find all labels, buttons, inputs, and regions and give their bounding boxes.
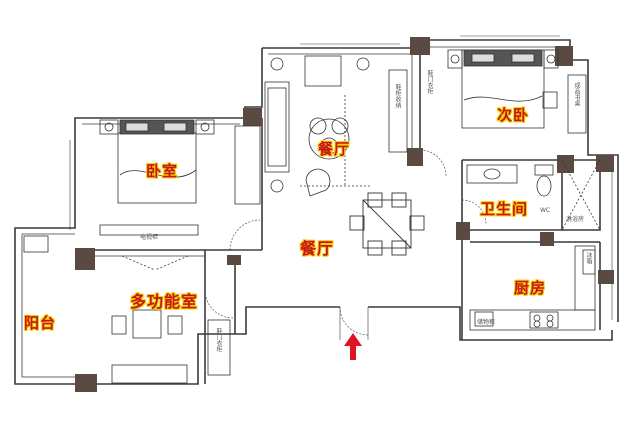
columns xyxy=(75,37,614,392)
label-entry-cabinet-bottom: 鞋门衣柜 xyxy=(215,328,222,352)
label-bathroom: 卫生间 xyxy=(480,200,529,218)
label-desk: 成品书桌 xyxy=(573,82,580,106)
doors xyxy=(204,149,487,340)
label-kitchen: 厨房 xyxy=(514,279,547,297)
label-balcony: 阳台 xyxy=(24,314,57,332)
label-shower: 淋浴房 xyxy=(566,216,585,223)
kitchen-fixtures xyxy=(469,245,596,331)
dining-table xyxy=(349,192,425,256)
label-second-bedroom: 次卧 xyxy=(497,106,530,124)
entrance-arrow-icon xyxy=(344,333,362,360)
label-entry-cabinet-top: 鞋门衣柜 xyxy=(426,70,433,94)
bedroom-furniture xyxy=(99,119,261,236)
label-tv-cabinet: 电视柜 xyxy=(140,234,159,241)
label-wc: WC xyxy=(540,207,551,214)
second-bedroom-furniture xyxy=(447,49,587,134)
label-dining-top: 餐厅 xyxy=(318,140,351,158)
label-bedroom: 卧室 xyxy=(146,162,179,180)
label-fridge: 冰箱 xyxy=(585,252,592,264)
label-wall-cabinet: 鞋柜收纳 xyxy=(394,84,401,108)
bathroom-fixtures xyxy=(466,159,601,231)
label-storage: 储物柜 xyxy=(477,319,496,326)
dining-top-furniture xyxy=(264,55,408,197)
label-dining-main: 餐厅 xyxy=(300,239,335,258)
label-multi-room: 多功能室 xyxy=(130,292,199,311)
multi-room-furniture xyxy=(23,235,231,384)
